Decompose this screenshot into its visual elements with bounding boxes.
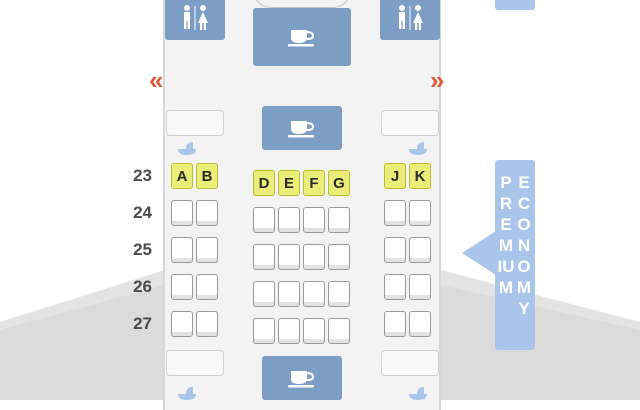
galley-bottom[interactable] bbox=[262, 356, 342, 400]
seat-25e[interactable] bbox=[278, 244, 300, 270]
column-header-b: B bbox=[196, 163, 218, 189]
cabin-class-word-premium: PREMIUM bbox=[497, 173, 515, 297]
coffee-cup-icon bbox=[288, 371, 315, 388]
seat-27k[interactable] bbox=[409, 311, 431, 337]
row-label-26: 26 bbox=[133, 277, 152, 296]
seat-24j[interactable] bbox=[384, 200, 406, 226]
seat-26f[interactable] bbox=[303, 281, 325, 307]
bulkhead-partition bbox=[381, 110, 439, 136]
column-header-a: A bbox=[171, 163, 193, 189]
seat-25f[interactable] bbox=[303, 244, 325, 270]
seat-26b[interactable] bbox=[196, 274, 218, 300]
seat-25j[interactable] bbox=[384, 237, 406, 263]
seat-25d[interactable] bbox=[253, 244, 275, 270]
exit-arrow-right-icon: » bbox=[430, 65, 445, 95]
seat-27j[interactable] bbox=[384, 311, 406, 337]
bassinet-icon bbox=[178, 387, 196, 400]
seat-27e[interactable] bbox=[278, 318, 300, 344]
cabin-class-word-economy: ECONOMY bbox=[516, 173, 532, 318]
column-header-e: E bbox=[278, 170, 300, 196]
bassinet-icon bbox=[409, 142, 427, 155]
exit-arrow-left-icon: « bbox=[149, 65, 164, 95]
row-label-24: 24 bbox=[133, 203, 152, 222]
seat-26e[interactable] bbox=[278, 281, 300, 307]
row-label-27: 27 bbox=[133, 314, 152, 333]
seat-27d[interactable] bbox=[253, 318, 275, 344]
galley-top[interactable] bbox=[253, 8, 351, 66]
seat-24e[interactable] bbox=[278, 207, 300, 233]
column-header-g: G bbox=[328, 170, 350, 196]
wing-graphic bbox=[0, 270, 640, 400]
seat-27g[interactable] bbox=[328, 318, 350, 344]
coffee-cup-icon bbox=[288, 121, 315, 138]
seat-27b[interactable] bbox=[196, 311, 218, 337]
seat-24a[interactable] bbox=[171, 200, 193, 226]
coffee-cup-icon bbox=[288, 30, 315, 47]
cabin-label-pointer bbox=[462, 231, 496, 275]
seat-26k[interactable] bbox=[409, 274, 431, 300]
bulkhead-partition bbox=[166, 110, 224, 136]
lavatory-left[interactable] bbox=[165, 0, 225, 40]
seat-25a[interactable] bbox=[171, 237, 193, 263]
seat-26j[interactable] bbox=[384, 274, 406, 300]
seat-26g[interactable] bbox=[328, 281, 350, 307]
lavatory-icon bbox=[399, 5, 423, 30]
bulkhead-partition bbox=[166, 350, 224, 376]
seat-24f[interactable] bbox=[303, 207, 325, 233]
column-header-j: J bbox=[384, 163, 406, 189]
bulkhead-arc bbox=[253, 0, 351, 8]
bassinet-icon bbox=[409, 387, 427, 400]
seat-26a[interactable] bbox=[171, 274, 193, 300]
bassinet-icon bbox=[178, 142, 196, 155]
cabin-label-tab bbox=[495, 0, 535, 10]
seat-25g[interactable] bbox=[328, 244, 350, 270]
seat-24g[interactable] bbox=[328, 207, 350, 233]
seat-26d[interactable] bbox=[253, 281, 275, 307]
column-header-d: D bbox=[253, 170, 275, 196]
column-header-f: F bbox=[303, 170, 325, 196]
seat-27f[interactable] bbox=[303, 318, 325, 344]
row-label-25: 25 bbox=[133, 240, 152, 259]
bulkhead-partition bbox=[381, 350, 439, 376]
row-label-23: 23 bbox=[133, 166, 152, 185]
galley-middle[interactable] bbox=[262, 106, 342, 150]
seat-24k[interactable] bbox=[409, 200, 431, 226]
seat-27a[interactable] bbox=[171, 311, 193, 337]
lavatory-icon bbox=[184, 5, 208, 30]
lavatory-right[interactable] bbox=[380, 0, 440, 40]
seat-25b[interactable] bbox=[196, 237, 218, 263]
seat-24b[interactable] bbox=[196, 200, 218, 226]
column-header-k: K bbox=[409, 163, 431, 189]
seat-25k[interactable] bbox=[409, 237, 431, 263]
cabin-class-label: PREMIUM ECONOMY bbox=[495, 160, 535, 350]
seat-24d[interactable] bbox=[253, 207, 275, 233]
